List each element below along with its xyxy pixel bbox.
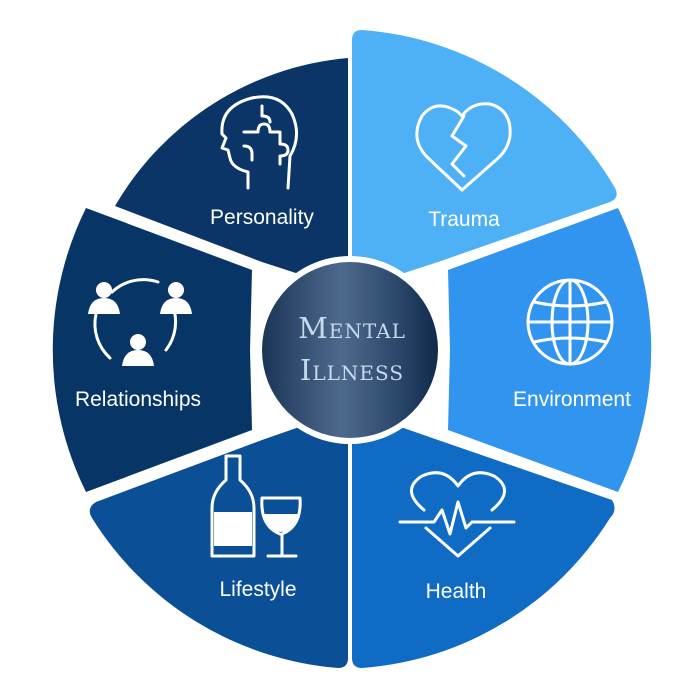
segment-label-trauma: Trauma xyxy=(428,208,500,231)
globe-icon xyxy=(526,278,614,366)
center-title-line1: Mental xyxy=(298,311,406,345)
center-disc xyxy=(262,262,438,438)
segment-relationships xyxy=(52,208,252,492)
segment-label-relationships: Relationships xyxy=(75,388,201,411)
center-title-line2: Illness xyxy=(300,353,404,387)
segment-trauma xyxy=(352,30,617,290)
heart-pulse-icon xyxy=(398,471,516,558)
segment-health xyxy=(352,410,615,668)
segment-label-lifestyle: Lifestyle xyxy=(219,578,296,601)
broken-heart-icon xyxy=(415,102,512,192)
wine-icon xyxy=(210,454,302,558)
segment-environment xyxy=(448,208,652,492)
people-circle-icon xyxy=(88,278,192,366)
head-puzzle-icon xyxy=(220,95,298,190)
segments-group xyxy=(52,30,652,668)
segment-label-environment: Environment xyxy=(513,388,631,411)
segment-label-health: Health xyxy=(426,580,487,603)
segment-label-personality: Personality xyxy=(210,206,314,229)
segment-personality xyxy=(115,58,348,290)
